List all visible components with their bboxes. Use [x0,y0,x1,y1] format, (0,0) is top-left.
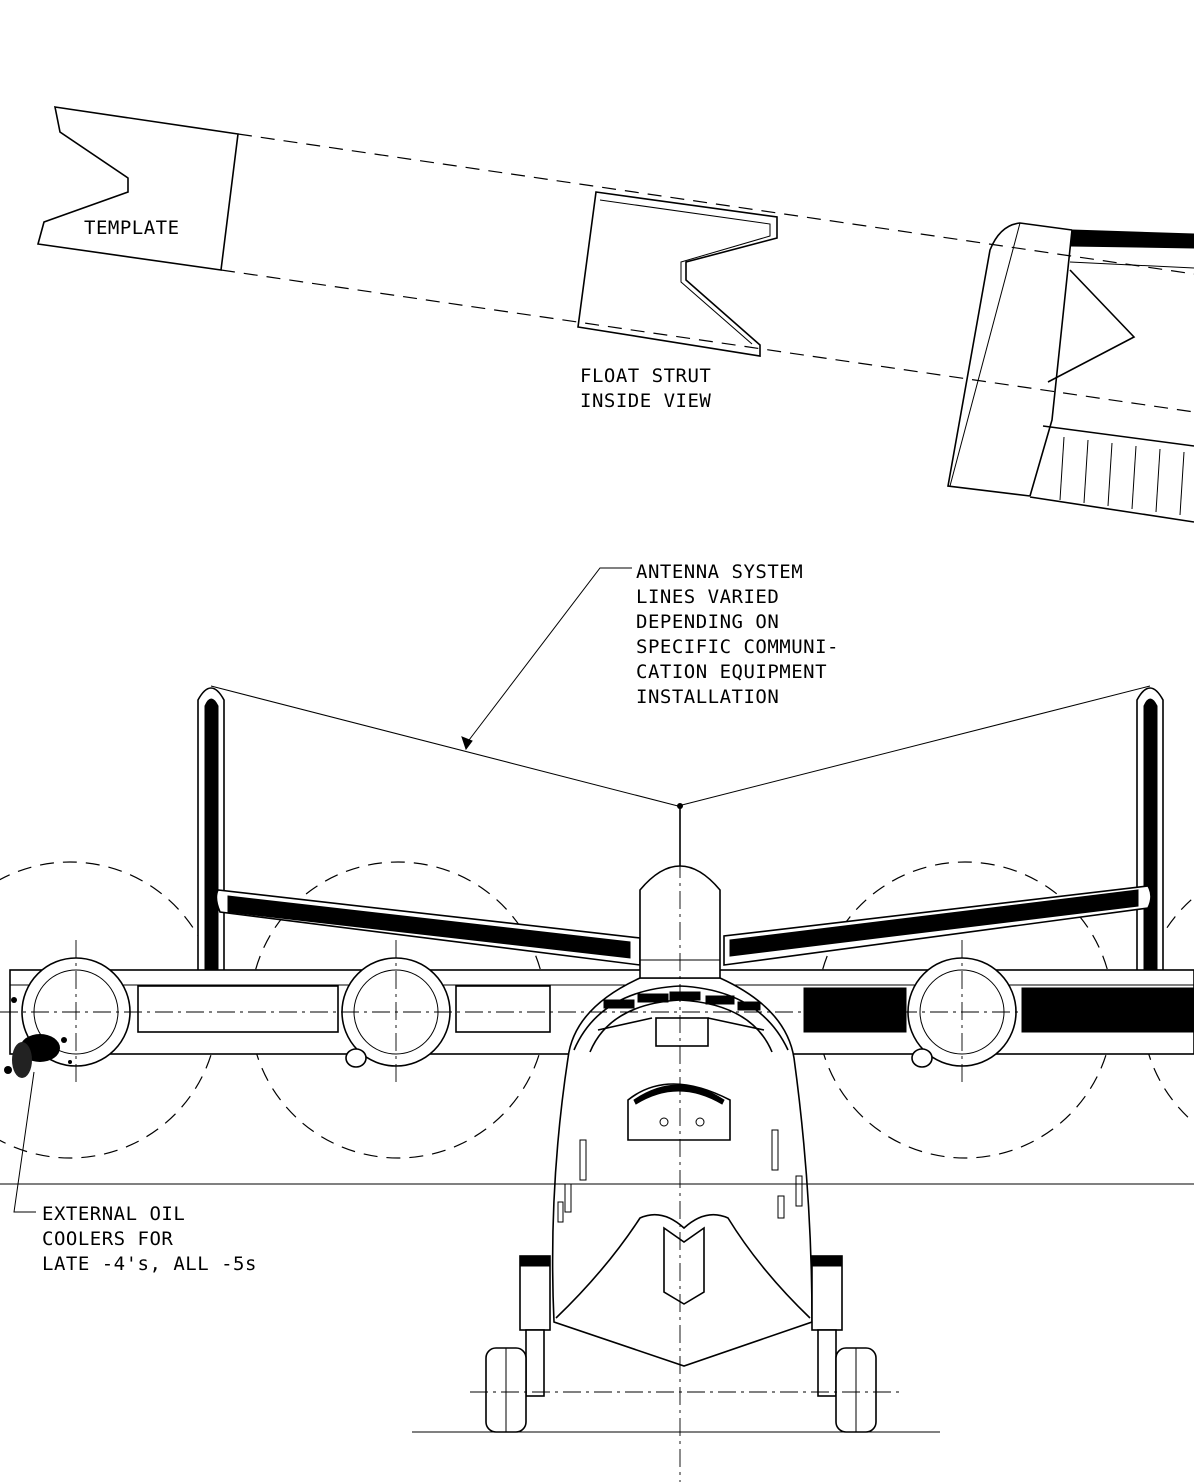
center-lines [0,860,1194,1482]
float-strut-label-line1: FLOAT STRUT [580,365,712,387]
float-section [947,222,1194,523]
antenna-label-line1: ANTENNA SYSTEM [636,561,804,583]
antenna-leader-arrow [461,567,632,751]
right-landing-gear [811,1255,877,1433]
right-tail-fin [1136,687,1164,973]
fuselage [551,977,813,1367]
left-landing-gear [485,1255,551,1433]
oil-cooler-mark [4,997,72,1078]
float-strut-label-line2: INSIDE VIEW [580,390,712,412]
antenna-label-line6: INSTALLATION [636,686,780,708]
horizontal-stabilizer [215,885,1152,966]
antenna-lines [210,685,1151,866]
oil-cooler-label-line3: LATE -4's, ALL -5s [42,1253,257,1275]
antenna-label-line4: SPECIFIC COMMUNI- [636,636,839,658]
antenna-label-line2: LINES VARIED [636,586,780,608]
float-strut-inside-view [577,191,778,357]
oil-cooler-label-line2: COOLERS FOR [42,1228,174,1250]
antenna-label-line3: DEPENDING ON [636,611,780,633]
oil-cooler-label-line1: EXTERNAL OIL [42,1203,186,1225]
oil-cooler-leader [13,1071,36,1213]
template-shape [36,106,239,271]
template-label: TEMPLATE [84,217,180,239]
left-tail-fin [197,687,225,973]
projection-dashed-lines [220,133,1194,413]
antenna-label-line5: CATION EQUIPMENT [636,661,828,683]
